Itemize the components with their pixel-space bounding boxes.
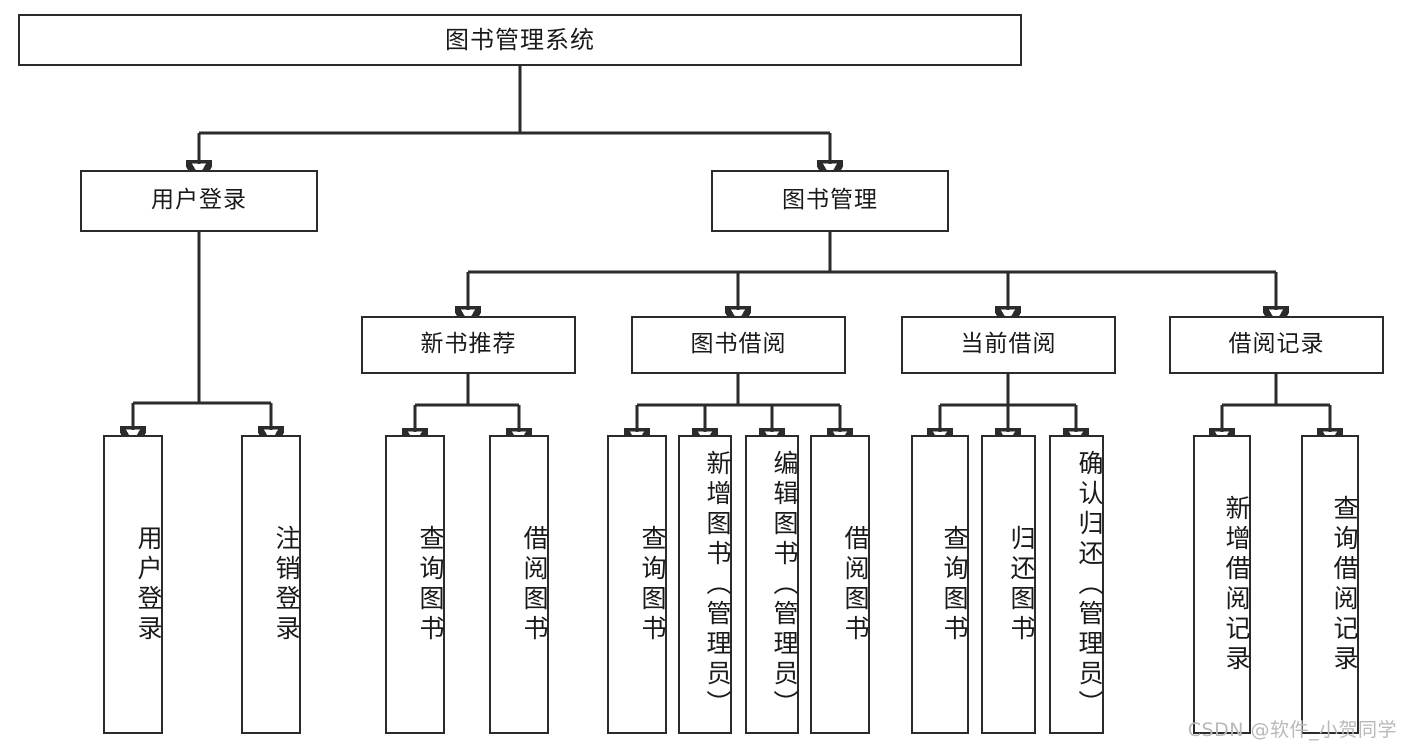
leaf-label: 用户登录 <box>134 524 163 645</box>
leaf-add-borrow-record[interactable]: 新增借阅记录 <box>1193 435 1251 734</box>
leaf-label: 借阅图书 <box>841 524 870 645</box>
leaf-borrow-book-recommend[interactable]: 借阅图书 <box>489 435 549 734</box>
leaf-label: 编辑图书（管理员） <box>770 449 799 720</box>
leaf-add-book-admin[interactable]: 新增图书（管理员） <box>678 435 732 734</box>
watermark-text: CSDN @软件_小贺同学 <box>1187 719 1397 741</box>
node-borrow-records[interactable]: 借阅记录 <box>1169 316 1384 374</box>
leaf-logout[interactable]: 注销登录 <box>241 435 301 734</box>
node-user-login[interactable]: 用户登录 <box>80 170 318 232</box>
leaf-user-login[interactable]: 用户登录 <box>103 435 163 734</box>
leaf-query-borrow-record[interactable]: 查询借阅记录 <box>1301 435 1359 734</box>
leaf-label: 确认归还（管理员） <box>1075 449 1104 720</box>
leaf-label: 归还图书 <box>1007 524 1036 645</box>
node-current-borrow[interactable]: 当前借阅 <box>901 316 1116 374</box>
node-root-library-system[interactable]: 图书管理系统 <box>18 14 1022 66</box>
leaf-return-book[interactable]: 归还图书 <box>981 435 1036 734</box>
leaf-confirm-return-admin[interactable]: 确认归还（管理员） <box>1049 435 1104 734</box>
leaf-label: 查询借阅记录 <box>1330 494 1359 675</box>
node-book-borrow[interactable]: 图书借阅 <box>631 316 846 374</box>
leaf-label: 查询图书 <box>416 524 445 645</box>
node-new-book-recommend[interactable]: 新书推荐 <box>361 316 576 374</box>
leaf-label: 新增借阅记录 <box>1222 494 1251 675</box>
leaf-label: 查询图书 <box>940 524 969 645</box>
leaf-query-book-recommend[interactable]: 查询图书 <box>385 435 445 734</box>
leaf-label: 注销登录 <box>272 524 301 645</box>
leaf-label: 查询图书 <box>638 524 667 645</box>
leaf-label: 新增图书（管理员） <box>703 449 732 720</box>
node-book-management[interactable]: 图书管理 <box>711 170 949 232</box>
leaf-edit-book-admin[interactable]: 编辑图书（管理员） <box>745 435 799 734</box>
leaf-query-book-current[interactable]: 查询图书 <box>911 435 969 734</box>
leaf-query-book-borrow[interactable]: 查询图书 <box>607 435 667 734</box>
leaf-label: 借阅图书 <box>520 524 549 645</box>
leaf-borrow-book[interactable]: 借阅图书 <box>810 435 870 734</box>
